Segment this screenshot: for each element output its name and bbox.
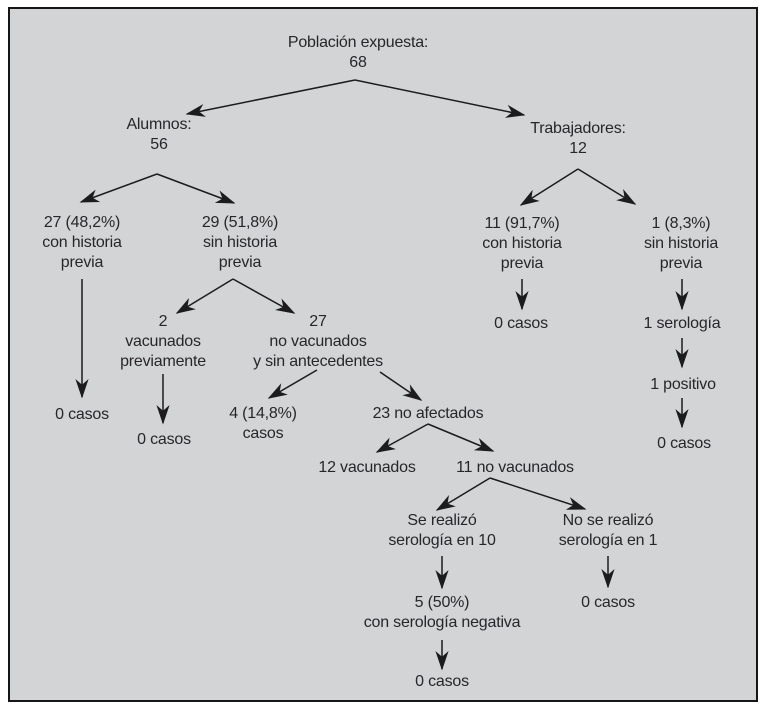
diagram-border xyxy=(8,7,758,702)
